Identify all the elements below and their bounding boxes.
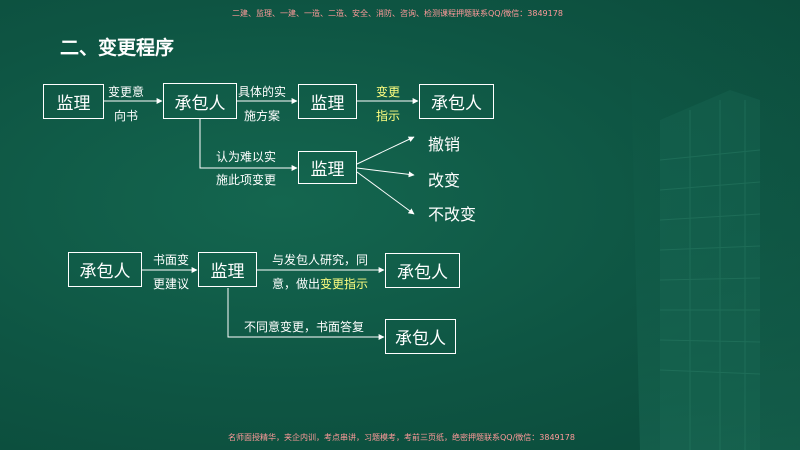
label-implementation-plan-line1: 具体的实 [238, 85, 287, 99]
contractor-box: 承包人 [385, 253, 460, 288]
contractor-box: 承包人 [163, 83, 237, 119]
outcome-unchanged: 不改变 [428, 205, 477, 224]
outcome-revoke: 撤销 [428, 135, 461, 154]
outcome-modify: 改变 [428, 171, 461, 190]
supervisor-box: 监理 [298, 151, 357, 184]
label-reject-written-reply: 不同意变更，书面答复 [244, 320, 365, 334]
slide-title: 二、变更程序 [60, 37, 175, 59]
label-difficult-to-implement-line1: 认为难以实 [216, 150, 277, 164]
label-change-order-line1: 变更 [376, 85, 401, 99]
label-implementation-plan-line2: 施方案 [244, 109, 281, 123]
label-written-proposal-line1: 书面变 [153, 253, 190, 267]
supervisor-box: 监理 [43, 84, 104, 119]
watermark-bottom: 名师面授精华，夹企内训，考点串讲，习题模考，考前三页纸，绝密押题联系QQ/微信：… [228, 433, 575, 442]
label-change-intent-line2: 向书 [114, 109, 139, 123]
label-consult-employer-prefix: 意，做出 [272, 277, 321, 291]
label-change-order-line2: 指示 [376, 109, 401, 123]
supervisor-box: 监理 [298, 84, 357, 119]
label-change-intent-line1: 变更意 [108, 85, 145, 99]
watermark-top: 二建、监理、一建、一造、二造、安全、消防、咨询、检测课程押题联系QQ/微信：38… [232, 9, 563, 18]
label-change-order-highlight: 变更指示 [320, 277, 369, 291]
label-written-proposal-line2: 更建议 [153, 277, 190, 291]
contractor-box: 承包人 [419, 84, 494, 119]
supervisor-box: 监理 [198, 252, 257, 287]
contractor-box: 承包人 [68, 252, 142, 287]
label-difficult-to-implement-line2: 施此项变更 [216, 173, 277, 187]
label-consult-employer-line1: 与发包人研究，同 [272, 253, 369, 267]
label-consult-employer-line2: 意，做出变更指示 [272, 275, 368, 292]
contractor-box: 承包人 [385, 319, 456, 354]
